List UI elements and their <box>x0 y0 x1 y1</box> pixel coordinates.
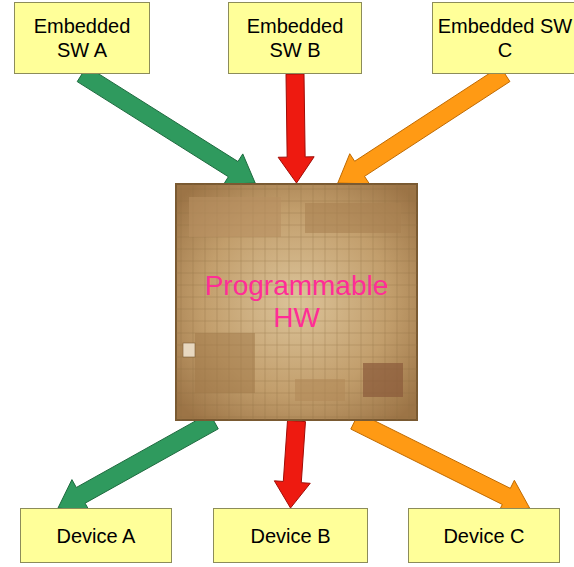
device-box: Device B <box>213 508 368 563</box>
node-label: Embedded SW B <box>229 14 361 62</box>
node-label: Device A <box>57 524 136 548</box>
device-box: Device C <box>408 508 560 563</box>
node-label: Embedded SW A <box>15 14 149 62</box>
software-box: Embedded SW C <box>432 2 574 74</box>
node-label: Device C <box>443 524 524 548</box>
block-arrow <box>77 66 255 184</box>
block-arrow <box>274 420 310 508</box>
node-label: Embedded SW C <box>433 14 574 62</box>
block-arrow <box>338 66 510 183</box>
hardware-chip: Programmable HW <box>175 183 418 421</box>
block-arrow <box>278 74 314 183</box>
block-arrow <box>58 413 218 511</box>
block-arrow <box>351 413 530 513</box>
device-box: Device A <box>20 508 172 563</box>
software-box: Embedded SW B <box>228 2 362 74</box>
node-label: Programmable HW <box>202 270 392 334</box>
software-box: Embedded SW A <box>14 2 150 74</box>
node-label: Device B <box>250 524 330 548</box>
